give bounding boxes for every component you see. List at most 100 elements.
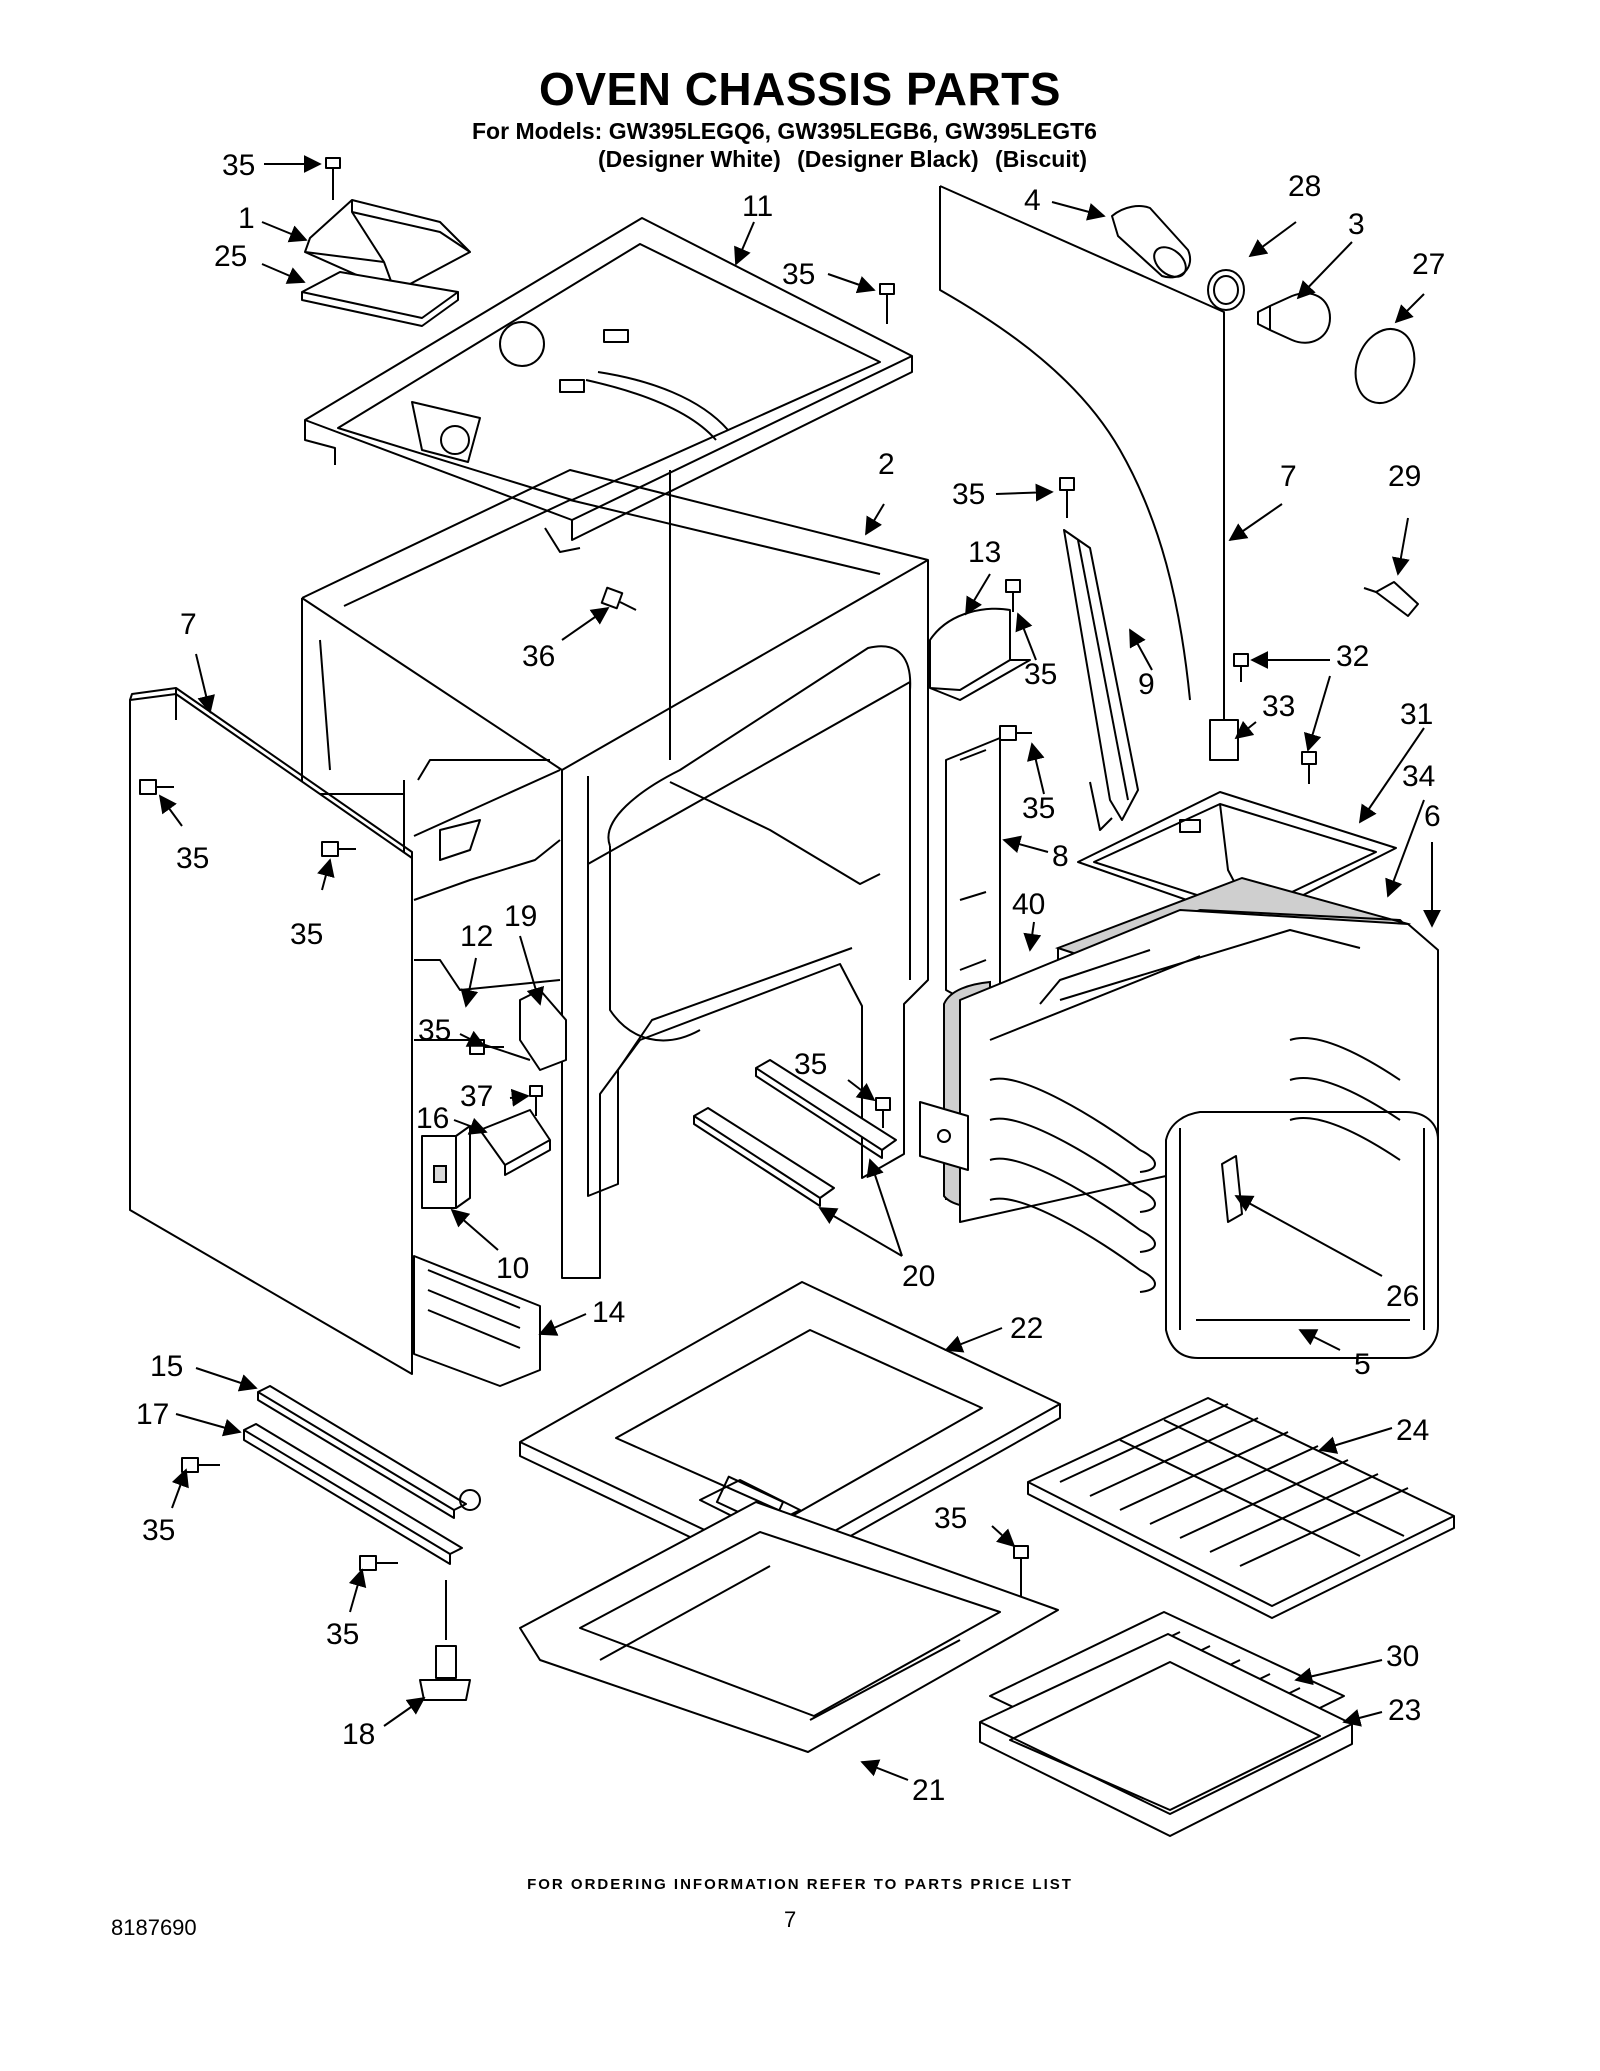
callout-35: 35 bbox=[952, 478, 985, 511]
callout-35: 35 bbox=[222, 149, 255, 182]
callout-5: 5 bbox=[1354, 1348, 1371, 1381]
page-title: OVEN CHASSIS PARTS bbox=[539, 63, 1061, 115]
part-35-screw-panel bbox=[879, 283, 895, 324]
part-11-top-panel bbox=[304, 217, 913, 553]
callout-31: 31 bbox=[1400, 698, 1433, 731]
callout-35: 35 bbox=[1024, 658, 1057, 691]
callout-16: 16 bbox=[416, 1102, 449, 1135]
callout-35: 35 bbox=[418, 1014, 451, 1047]
part-33-bracket bbox=[1209, 719, 1239, 761]
callout-27: 27 bbox=[1412, 248, 1445, 281]
callout-2: 2 bbox=[878, 448, 895, 481]
part-10-terminal-block bbox=[421, 1125, 471, 1209]
callout-30: 30 bbox=[1386, 1640, 1419, 1673]
callout-24: 24 bbox=[1396, 1414, 1429, 1447]
callout-13: 13 bbox=[968, 536, 1001, 569]
callout-7: 7 bbox=[180, 608, 197, 641]
callout-35: 35 bbox=[142, 1514, 175, 1547]
callout-23: 23 bbox=[1388, 1694, 1421, 1727]
part-17-rail bbox=[243, 1423, 463, 1565]
callout-18: 18 bbox=[342, 1718, 375, 1751]
part-32-screw bbox=[1301, 751, 1317, 784]
callout-9: 9 bbox=[1138, 668, 1155, 701]
callout-26: 26 bbox=[1386, 1280, 1419, 1313]
callout-17: 17 bbox=[136, 1398, 169, 1431]
callout-1: 1 bbox=[238, 202, 255, 235]
part-35-screw-15 bbox=[181, 1457, 220, 1473]
part-37-screw bbox=[529, 1085, 543, 1116]
callout-14: 14 bbox=[592, 1296, 625, 1329]
leader-lines bbox=[158, 155, 1441, 1781]
part-35-screw-17 bbox=[359, 1555, 398, 1571]
ordering-note: FOR ORDERING INFORMATION REFER TO PARTS … bbox=[527, 1876, 1073, 1893]
callout-35: 35 bbox=[934, 1502, 967, 1535]
part-29-sensor bbox=[1363, 581, 1419, 617]
part-1-vent-duct bbox=[304, 199, 471, 293]
variant-biscuit: (Biscuit) bbox=[995, 146, 1088, 172]
part-23-broiler-pan bbox=[979, 1633, 1353, 1837]
part-5-oven-cavity bbox=[919, 909, 1439, 1359]
callout-3: 3 bbox=[1348, 208, 1365, 241]
callout-22: 22 bbox=[1010, 1312, 1043, 1345]
callout-8: 8 bbox=[1052, 840, 1069, 873]
callout-7: 7 bbox=[1280, 460, 1297, 493]
callout-32: 32 bbox=[1336, 640, 1369, 673]
part-36-screw bbox=[600, 586, 637, 611]
part-35-screw-top bbox=[325, 157, 341, 200]
callout-4: 4 bbox=[1024, 184, 1041, 217]
part-35-screw-panel-b bbox=[321, 841, 356, 857]
part-35-screw-9 bbox=[1059, 477, 1075, 518]
part-9-trim-strip bbox=[1063, 529, 1139, 831]
models-line: For Models: GW395LEGQ6, GW395LEGB6, GW39… bbox=[472, 118, 1097, 144]
part-25-vent-gasket bbox=[301, 271, 459, 327]
part-7-rear-panel bbox=[939, 185, 1225, 740]
part-35-screw-21 bbox=[1013, 1545, 1029, 1596]
callout-35: 35 bbox=[782, 258, 815, 291]
page-number: 7 bbox=[784, 1907, 797, 1932]
callout-35: 35 bbox=[290, 918, 323, 951]
callout-28: 28 bbox=[1288, 170, 1321, 203]
part-35-screw-20 bbox=[875, 1097, 891, 1128]
part-8-side-rail bbox=[945, 737, 1001, 1001]
callout-labels: 35 1 25 11 35 4 28 3 27 2 35 7 29 13 35 … bbox=[136, 149, 1445, 1807]
part-35-screw-8 bbox=[999, 725, 1032, 741]
callout-25: 25 bbox=[214, 240, 247, 273]
part-13-bracket bbox=[929, 607, 1031, 701]
callout-15: 15 bbox=[150, 1350, 183, 1383]
callout-29: 29 bbox=[1388, 460, 1421, 493]
callout-37: 37 bbox=[460, 1080, 493, 1113]
part-21-bottom-tray bbox=[519, 1501, 1059, 1753]
part-16-switch bbox=[479, 1109, 551, 1176]
callout-11: 11 bbox=[742, 190, 773, 223]
part-28-gasket-ring bbox=[1207, 269, 1245, 311]
callout-34: 34 bbox=[1402, 760, 1435, 793]
part-18-leveling-leg bbox=[419, 1580, 471, 1701]
callout-21: 21 bbox=[912, 1774, 945, 1807]
callout-33: 33 bbox=[1262, 690, 1295, 723]
callout-35: 35 bbox=[794, 1048, 827, 1081]
callout-20: 20 bbox=[902, 1260, 935, 1293]
part-14-rear-cover bbox=[413, 1255, 541, 1387]
part-7-side-panel-left bbox=[129, 687, 413, 1375]
document-number: 8187690 bbox=[111, 1915, 197, 1940]
part-4-light-socket bbox=[1111, 205, 1191, 279]
part-35-screw-13 bbox=[1005, 579, 1021, 612]
part-27-light-lens bbox=[1354, 328, 1416, 404]
part-35-screw-panel-a bbox=[139, 779, 174, 795]
callout-35: 35 bbox=[176, 842, 209, 875]
variant-designer-black: (Designer Black) bbox=[797, 146, 979, 172]
callout-19: 19 bbox=[504, 900, 537, 933]
model-variants: (Designer White) (Designer Black) (Biscu… bbox=[598, 146, 1097, 173]
callout-36: 36 bbox=[522, 640, 555, 673]
callout-6: 6 bbox=[1424, 800, 1441, 833]
part-3-light-bulb bbox=[1257, 292, 1331, 344]
callout-35: 35 bbox=[326, 1618, 359, 1651]
callout-40: 40 bbox=[1012, 888, 1045, 921]
callout-35: 35 bbox=[1022, 792, 1055, 825]
part-15-rail bbox=[257, 1385, 481, 1519]
part-35-screw-33 bbox=[1233, 653, 1249, 682]
part-24-oven-rack bbox=[1027, 1397, 1455, 1619]
variant-designer-white: (Designer White) bbox=[598, 146, 781, 172]
part-20-support-rails bbox=[693, 1059, 897, 1207]
